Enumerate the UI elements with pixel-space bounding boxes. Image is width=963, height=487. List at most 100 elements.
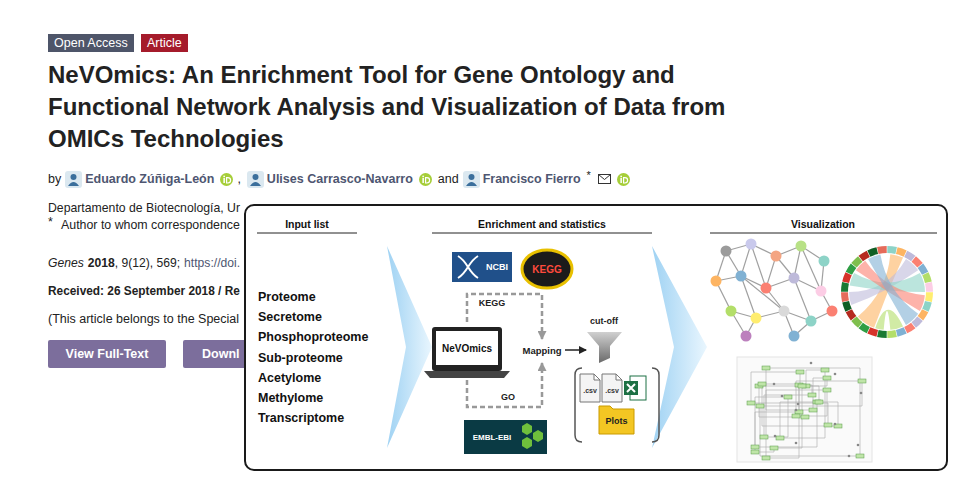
chord-plot [841, 246, 933, 338]
icon-bg [247, 171, 264, 188]
pathway-line [760, 381, 862, 406]
icon-head [468, 174, 474, 180]
csv-file-icon [580, 374, 600, 402]
cutoff-funnel [587, 332, 622, 363]
pathway-gene [823, 388, 831, 392]
pathway-gene [747, 401, 755, 405]
input-type: Phosphoproteome [258, 330, 368, 344]
network-node [721, 246, 732, 257]
input-type: Transcriptome [258, 411, 344, 425]
pathway-gene [751, 450, 759, 454]
chord-ribbon [875, 310, 903, 330]
mail-frame [598, 175, 610, 184]
network-node [779, 306, 790, 317]
network-node [796, 241, 807, 252]
chord-segment [925, 292, 933, 302]
kegg-logo-box: KEGG [522, 250, 572, 288]
plots-folder-box: Plots [599, 407, 634, 434]
pathway-gene [758, 382, 766, 386]
laptop-screen [432, 327, 502, 371]
network-node [736, 271, 747, 282]
ncbi-logo [452, 252, 512, 282]
pathway-gene [792, 414, 800, 418]
input-type: Acetylome [258, 371, 321, 385]
mail-flap [598, 175, 610, 180]
doi-link: https://doi. [184, 256, 240, 270]
byline-word: by [48, 172, 61, 186]
chord-segment [846, 309, 857, 320]
special-issue-note: (This article belongs to the Special [48, 312, 239, 326]
footnote-mark: * [48, 215, 53, 229]
chord-segment [887, 246, 897, 254]
orcid-icon [220, 173, 233, 186]
csv-file-icon [602, 374, 622, 402]
author-icon [247, 171, 264, 188]
pathway-compound [860, 392, 863, 395]
pathway-line [760, 406, 860, 456]
article-badge: Article [141, 34, 188, 52]
pathway-line [774, 386, 802, 448]
pathway-compound [848, 455, 851, 458]
network-node [741, 331, 752, 342]
pathway-line [755, 412, 799, 447]
network-node [726, 306, 737, 317]
node-label: NCBI [486, 262, 508, 272]
input-type: Methylome [258, 391, 323, 405]
citation-part: , 9(12), 569; [115, 256, 180, 270]
author-name: Francisco Fierro [483, 172, 581, 186]
step-label: Mapping [522, 345, 561, 356]
network-node [806, 316, 817, 327]
pathway-gene [762, 366, 770, 370]
laptop-base [424, 371, 510, 378]
network-link [794, 278, 811, 321]
network-node [761, 283, 772, 294]
pathway-gene [760, 435, 768, 439]
pathway-gene [823, 376, 831, 380]
pathway-gene [770, 446, 778, 450]
pathway-line [751, 403, 828, 425]
pathway-gene [762, 456, 770, 460]
embl-ebi-logo [464, 420, 547, 454]
network-node [789, 273, 800, 284]
node-label: View Full-Text [66, 347, 149, 361]
pathway-gene [801, 415, 809, 419]
laptop-display [436, 331, 498, 365]
chord-segment [867, 247, 878, 257]
flow-chevron [387, 246, 432, 448]
pathway-line [796, 381, 862, 416]
node-label: .csv [583, 387, 597, 394]
laptop-screen-box: NeVOmics [436, 331, 498, 365]
pathway-line [780, 402, 817, 438]
icon-body [250, 182, 261, 186]
arrow-label: GO [501, 392, 515, 402]
icon-head [252, 174, 258, 180]
chord-segment [877, 330, 887, 338]
pathway-gene [776, 436, 784, 440]
node-label: Plots [605, 416, 627, 426]
pathway-compound [810, 362, 813, 365]
chord-segment [877, 246, 887, 254]
icon-body [466, 182, 477, 186]
network-link [741, 276, 784, 311]
pathway-gene [784, 395, 792, 399]
pathway-compound [797, 403, 800, 406]
chord-segment [841, 282, 849, 292]
network-node [711, 276, 722, 287]
step-label: cut-off [590, 316, 618, 326]
pathway-compound [795, 442, 798, 445]
author-icon [65, 171, 82, 188]
pathway-line [762, 384, 838, 426]
byline-word: , [237, 172, 240, 186]
pathway-compound [834, 423, 837, 426]
orcid-dot [422, 175, 424, 177]
orcid-bg [617, 173, 630, 186]
orcid-bg [419, 173, 432, 186]
network-node [816, 286, 827, 297]
pathway-line [755, 397, 788, 452]
orcid-dot [224, 175, 226, 177]
chord-segment [918, 264, 929, 275]
column-heading: Visualization [791, 218, 855, 230]
orcid-d [425, 177, 429, 182]
pathway-gene [756, 404, 764, 408]
author-name: Ulises Carrasco-Navarro [267, 172, 413, 186]
